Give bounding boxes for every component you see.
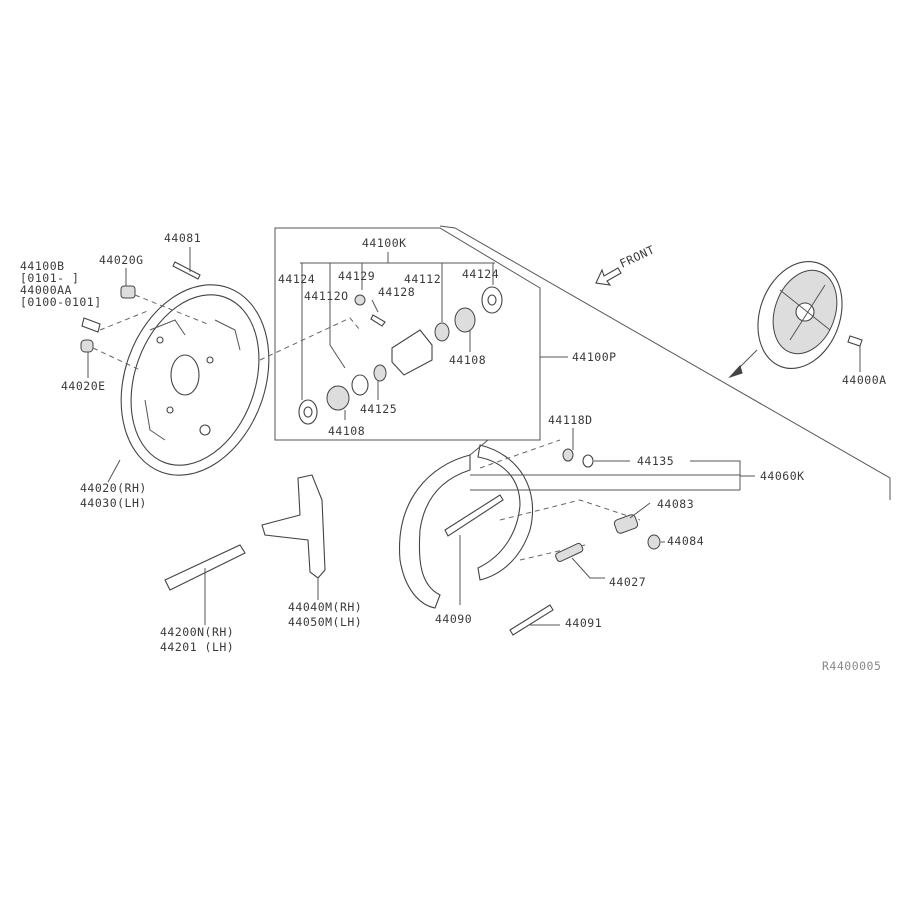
part-44040m-lever — [261, 474, 326, 579]
label-44060k: 44060K — [760, 469, 805, 483]
label-44124-right: 44124 — [462, 267, 499, 281]
label-44084: 44084 — [667, 534, 704, 548]
label-44108-left: 44108 — [328, 424, 365, 438]
label-44000aa: 44000AA — [20, 283, 72, 297]
label-44020rh: 44020(RH) — [80, 481, 147, 495]
label-44118d: 44118D — [548, 413, 593, 427]
label-44128: 44128 — [378, 285, 415, 299]
part-44084 — [647, 534, 661, 550]
label-44135: 44135 — [637, 454, 674, 468]
label-44108-right: 44108 — [449, 353, 486, 367]
label-44000aa-range: [0100-0101] — [20, 295, 102, 309]
label-44027: 44027 — [609, 575, 646, 589]
label-44124-left: 44124 — [278, 272, 315, 286]
label-44090: 44090 — [435, 612, 472, 626]
wheel-cylinder-parts — [298, 286, 503, 425]
label-44040m: 44040M(RH) — [288, 600, 362, 614]
label-44020g: 44020G — [99, 253, 144, 267]
label-44081: 44081 — [164, 231, 201, 245]
part-44020e — [80, 339, 94, 353]
part-44118d — [562, 448, 574, 462]
label-44129: 44129 — [338, 269, 375, 283]
label-44000a: 44000A — [842, 373, 887, 387]
label-44100b-range: [0101- ] — [20, 271, 79, 285]
label-44030lh: 44030(LH) — [80, 496, 147, 510]
label-44083: 44083 — [657, 497, 694, 511]
part-44000aa-bolt — [81, 317, 101, 333]
label-44112: 44112 — [404, 272, 441, 286]
wheel-cylinder-kit-box — [274, 227, 541, 441]
part-44027-spring — [555, 542, 584, 562]
part-44200n-adjuster — [164, 544, 246, 591]
part-44020g — [120, 285, 136, 299]
label-44200n: 44200N(RH) — [160, 625, 234, 639]
part-44083-spring — [613, 514, 639, 534]
label-front: FRONT — [617, 242, 657, 270]
label-44100b: 44100B — [20, 259, 65, 273]
part-44081-bolt — [172, 261, 201, 280]
front-arrow-icon — [595, 267, 622, 286]
label-44125: 44125 — [360, 402, 397, 416]
label-44050m: 44050M(LH) — [288, 615, 362, 629]
brake-shoes — [398, 439, 534, 609]
brake-drum-assembly — [728, 260, 863, 379]
part-44135 — [582, 454, 594, 468]
label-44100p: 44100P — [572, 350, 617, 364]
label-44020e: 44020E — [61, 379, 106, 393]
label-44112o: 44112O — [304, 289, 349, 303]
part-44091-spring — [509, 604, 554, 636]
label-44201: 44201 (LH) — [160, 640, 234, 654]
backing-plate — [120, 284, 270, 476]
diagram-reference-code: R4400005 — [822, 659, 881, 673]
label-44100k: 44100K — [362, 236, 407, 250]
label-44091: 44091 — [565, 616, 602, 630]
section-divider — [439, 225, 891, 500]
